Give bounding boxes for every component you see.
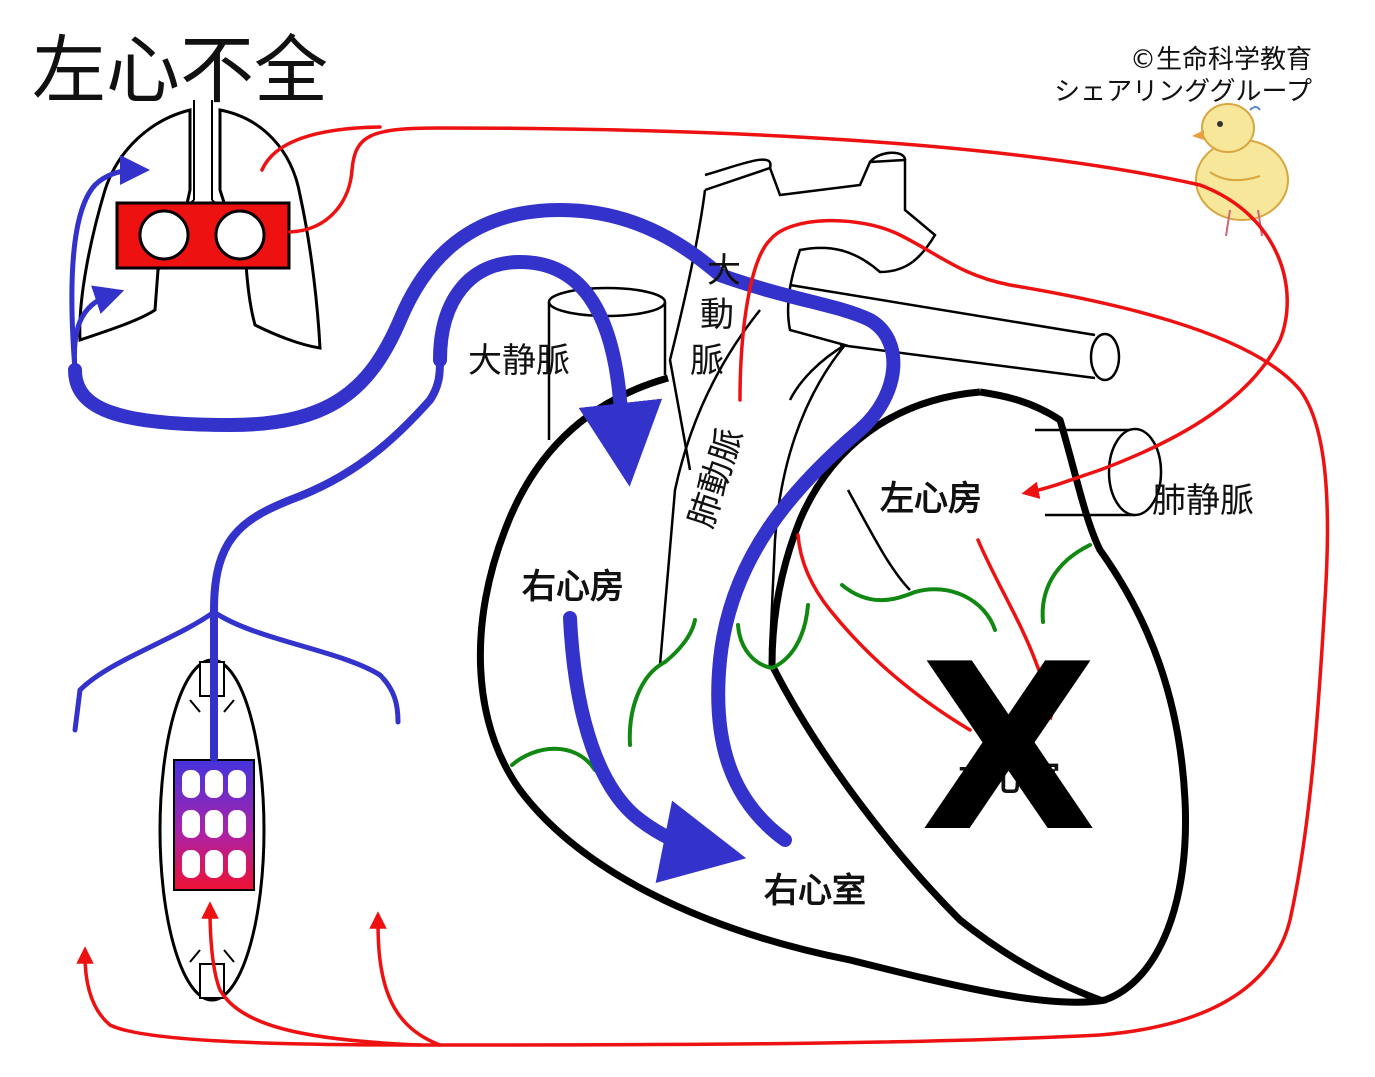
red-lv-outflow — [796, 533, 972, 732]
red-to-right-branch — [369, 911, 442, 1047]
red-la-to-lv — [976, 538, 1058, 721]
right-atrium-label: 右心房 — [522, 567, 624, 607]
left-atrium-septum — [846, 489, 911, 591]
copyright-line-1: ©生命科学教育 — [1130, 45, 1312, 75]
blue-vena-cava-inflow — [433, 254, 663, 487]
red-lung-to-pulmonary-vein — [288, 126, 1289, 499]
left-ventricle-label: 左心室 — [958, 759, 1060, 799]
blue-branch-right — [211, 609, 401, 725]
arterial-flow — [76, 125, 1330, 1047]
pulmonary-vein-label: 肺静脈 — [1152, 481, 1254, 521]
heart-valves — [510, 543, 1092, 772]
alveolus-left — [138, 209, 190, 261]
aorta-label-1: 大 — [707, 251, 741, 291]
alveolus-right — [214, 209, 266, 261]
left-atrium-label: 左心房 — [880, 479, 982, 519]
blue-pa-to-lung-upper — [69, 155, 150, 373]
aorta — [668, 151, 1121, 471]
pulmonary-artery-label: 肺動脈 — [682, 423, 752, 532]
blue-ra-to-rv — [563, 611, 747, 883]
page-title: 左心不全 — [32, 28, 328, 114]
venous-flow — [68, 155, 901, 883]
chick-mascot-icon — [1192, 103, 1289, 237]
x-mark-icon: X — [920, 616, 1097, 883]
right-ventricle-label: 右心室 — [764, 871, 866, 911]
aorta-label-2: 動 — [700, 295, 734, 335]
aorta-label-3: 脈 — [690, 341, 724, 381]
red-to-tissue — [201, 901, 422, 1047]
blue-branch-left — [72, 609, 217, 733]
blue-tissue-to-vena-cava — [210, 356, 444, 762]
red-lung-upper — [260, 125, 382, 172]
copyright-line-2: シェアリンググループ — [1054, 77, 1312, 107]
vena-cava-label: 大静脈 — [468, 341, 570, 381]
blue-lung-return-to-pulmonary-artery — [68, 202, 901, 847]
